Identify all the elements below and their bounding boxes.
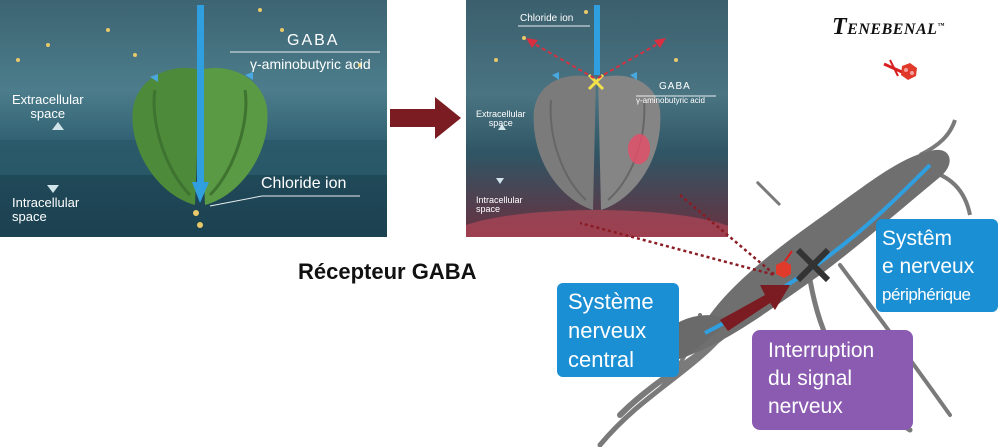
gaba-sublabel: γ-aminobutyric acid (636, 96, 705, 105)
chloride-ion-label: Chloride ion (520, 13, 574, 24)
logo-initial: T (832, 14, 848, 40)
logo-trademark: ™ (937, 21, 945, 30)
logo-text: ENEBENAL (847, 21, 938, 38)
central-nervous-system-label: Système nerveux central (557, 283, 679, 377)
diagram-title: Récepteur GABA (298, 259, 477, 284)
chloride-ion-label: Chloride ion (261, 175, 347, 192)
signal-interruption-label: Interruption du signal nerveux (752, 330, 913, 430)
peripheral-line1: Systêm (882, 227, 953, 250)
transition-arrow-icon (390, 97, 461, 139)
brand-logo: TENEBENAL™ (832, 14, 945, 41)
receptor-blocked-illustration (466, 5, 728, 237)
central-text: Système nerveux central (568, 289, 654, 372)
gaba-label: GABA (287, 32, 340, 49)
molecule-icon (883, 59, 917, 80)
intracellular-label: Intracellular space (12, 195, 80, 224)
gaba-sublabel: γ-aminobutyric acid (250, 56, 371, 72)
peripheral-line2: e nerveux (882, 255, 975, 278)
gaba-label: GABA (659, 81, 691, 92)
interruption-text: Interruption du signal nerveux (768, 339, 875, 418)
extracellular-label: Extracellular space (12, 92, 84, 121)
peripheral-line3: périphérique (882, 285, 971, 304)
intracellular-label: Intracellular space (476, 195, 523, 215)
receptor-open-illustration (0, 5, 387, 237)
peripheral-nervous-system-label: Systêm e nerveux périphérique (876, 219, 998, 312)
gaba-receptor-blocked-panel: Chloride ion GABA γ-aminobutyric acid Ex… (466, 0, 728, 237)
gaba-receptor-open-panel: GABA γ-aminobutyric acid Extracellular s… (0, 0, 387, 237)
extracellular-label: Extracellular space (476, 109, 526, 129)
